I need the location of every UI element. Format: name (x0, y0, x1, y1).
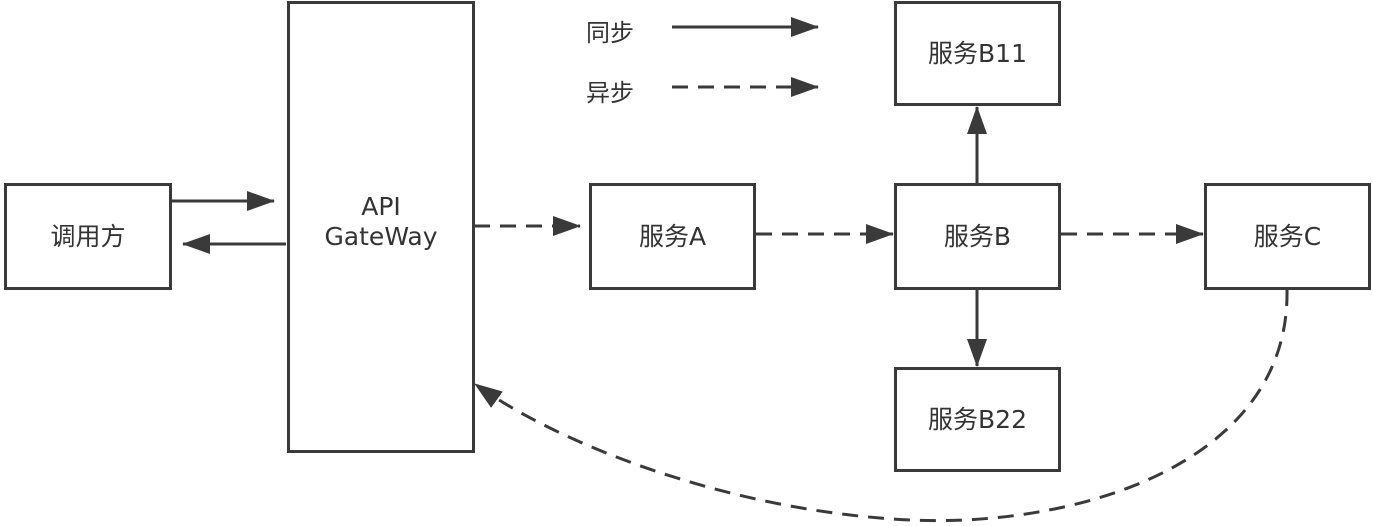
node-service-c-label: 服务C (1253, 221, 1322, 251)
node-service-b22[interactable]: 服务B22 (894, 367, 1061, 472)
node-caller-label: 调用方 (50, 221, 126, 251)
node-service-b11[interactable]: 服务B11 (894, 1, 1061, 106)
edge-service-c-to-gateway[interactable] (474, 289, 1289, 523)
node-service-c[interactable]: 服务C (1204, 183, 1371, 290)
legend-sync-label: 同步 (586, 19, 634, 47)
node-api-gateway[interactable]: API GateWay (287, 1, 475, 453)
node-service-a[interactable]: 服务A (589, 183, 756, 290)
node-service-b22-label: 服务B22 (928, 404, 1027, 434)
node-service-b-label: 服务B (943, 221, 1012, 251)
node-service-b[interactable]: 服务B (894, 183, 1061, 290)
node-api-gateway-label: API GateWay (324, 192, 438, 251)
legend-async-label: 异步 (586, 79, 634, 107)
node-service-a-label: 服务A (638, 221, 707, 251)
node-caller[interactable]: 调用方 (4, 183, 172, 290)
node-service-b11-label: 服务B11 (928, 38, 1027, 68)
